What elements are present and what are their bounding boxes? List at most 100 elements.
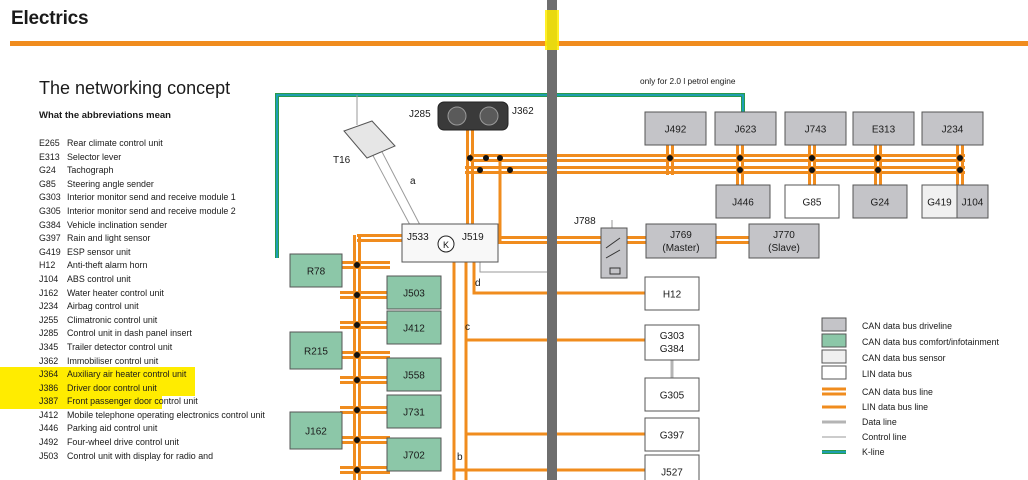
bus-junction-dot (667, 155, 673, 161)
abbreviation-description: Vehicle inclination sender (67, 219, 168, 230)
abbreviation-description: Parking aid control unit (67, 423, 158, 434)
engine-note: only for 2.0 l petrol engine (640, 76, 736, 86)
sensor-unit: G419 (927, 198, 952, 209)
abbreviation-description: Anti-theft alarm horn (67, 260, 148, 271)
abbreviation-description: Control unit with display for radio and (67, 450, 214, 461)
abbreviation-description: Interior monitor send and receive module… (67, 192, 236, 203)
legend-label: LIN data bus (862, 369, 912, 379)
legend-label: CAN data bus line (862, 387, 933, 397)
abbreviation-code: J386 (39, 382, 59, 393)
lin-unit-box (644, 454, 700, 480)
abbreviation-description: Rear climate control unit (67, 138, 163, 148)
dash-label-j362: J362 (512, 106, 534, 117)
bus-junction-dot (354, 437, 360, 443)
gateway-label-j533: J533 (407, 232, 429, 243)
bus-junction-dot (467, 155, 473, 161)
driveline-unit-box (852, 111, 915, 146)
driveline-unit-box (644, 111, 707, 146)
gauge-icon (447, 106, 467, 126)
comfort-unit-box (289, 411, 343, 450)
control-line (379, 147, 421, 226)
abbreviation-code: G397 (39, 233, 61, 244)
comfort-unit-box (386, 394, 442, 429)
abbreviation-code: J412 (39, 409, 59, 420)
abbreviation-description: Immobiliser control unit (67, 355, 159, 366)
lin-unit: G384 (660, 344, 685, 355)
bus-junction-dot (477, 167, 483, 173)
k-line (276, 94, 744, 258)
lin-unit-box (644, 276, 700, 311)
abbreviation-code: J446 (39, 423, 59, 434)
bus-junction-dot (809, 155, 815, 161)
gauge-icon (479, 106, 499, 126)
driveline-unit: J743 (805, 125, 827, 136)
header-divider (10, 41, 1028, 46)
legend-label: CAN data bus driveline (862, 321, 952, 331)
comfort-unit: J162 (305, 427, 327, 438)
lin-unit: J527 (661, 468, 683, 479)
relay-switch-icon (605, 237, 621, 275)
legend-swatch (821, 333, 847, 348)
abbreviation-description: Control unit in dash panel insert (67, 328, 192, 339)
comfort-unit-box (386, 357, 442, 392)
abbreviation-code: G384 (39, 219, 61, 230)
lin-slave-box (748, 223, 820, 259)
abbreviation-code: G419 (39, 246, 61, 257)
driveline-unit: J623 (735, 125, 757, 136)
legend-swatch (821, 349, 847, 364)
lin-unit-box (644, 377, 700, 412)
diagnostic-connector-icon (343, 120, 396, 159)
control-line (479, 262, 550, 273)
abbreviation-description: Climatronic control unit (67, 314, 158, 325)
bus-junction-dot (354, 352, 360, 358)
abbreviation-code: J362 (39, 355, 59, 366)
driveline-unit-box (852, 184, 908, 219)
abbreviation-code: J503 (39, 450, 59, 461)
section-subtitle: What the abbreviations mean (39, 110, 171, 121)
abbreviation-description: Interior monitor send and receive module… (67, 205, 236, 216)
abbreviation-code: G305 (39, 205, 61, 216)
abbreviation-code: J234 (39, 301, 59, 312)
bus-junction-dot (737, 167, 743, 173)
abbreviation-description: ABS control unit (67, 273, 131, 284)
abbreviation-description: Rain and light sensor (67, 233, 151, 244)
line-letter: b (457, 452, 463, 463)
comfort-unit: R78 (307, 267, 326, 278)
legend-label: Control line (862, 432, 907, 442)
abbreviation-description: Steering angle sender (67, 178, 154, 189)
control-line (369, 149, 411, 226)
abbreviation-item: J503 Control unit with display for radio … (39, 450, 279, 464)
legend-label: CAN data bus sensor (862, 353, 946, 363)
lin-master-code: J769 (670, 230, 692, 241)
sensor-unit: G85 (803, 198, 822, 209)
line-letter: d (475, 278, 481, 289)
driveline-unit-box (714, 111, 777, 146)
abbreviation-description: Water heater control unit (67, 287, 164, 298)
bus-junction-dot (354, 407, 360, 413)
legend-label: K-line (862, 447, 885, 457)
sensor-unit-box (784, 184, 840, 219)
gutter-highlight (545, 10, 559, 50)
lin-master-link (498, 160, 648, 244)
bus-junction-dot (809, 167, 815, 173)
page-header-title: Electrics (11, 8, 89, 29)
k-line-symbol-icon (437, 235, 455, 253)
driveline-unit: J492 (665, 125, 687, 136)
lin-master-role: (Master) (662, 243, 699, 254)
driveline-unit: G24 (871, 198, 890, 209)
lin-unit: G397 (660, 431, 685, 442)
lin-unit: G303 (660, 331, 685, 342)
abbreviation-code: J364 (39, 369, 59, 380)
driveline-unit: J234 (942, 125, 964, 136)
bus-junction-dot (354, 292, 360, 298)
legend-label: CAN data bus comfort/infotainment (862, 337, 999, 347)
abbreviation-code: J387 (39, 396, 59, 407)
